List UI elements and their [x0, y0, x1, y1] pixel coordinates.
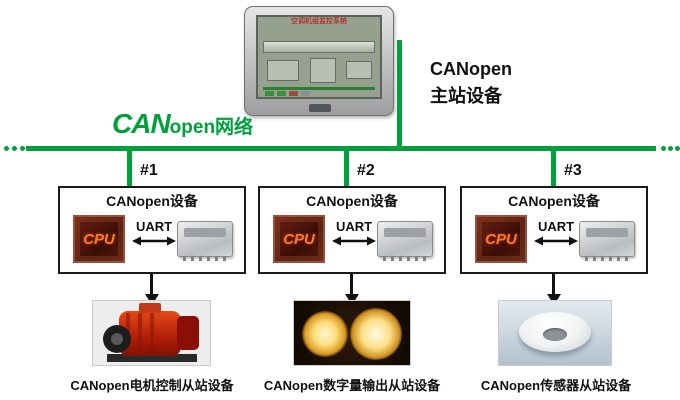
- cpu-chip-icon: CPU: [73, 215, 125, 263]
- cpu-chip-label: CPU: [83, 230, 115, 248]
- hmi-screen-pipe-graphic: [263, 87, 375, 90]
- node-box-2: CANopen设备 CPU UART: [258, 186, 446, 274]
- sensor-device-image: [499, 301, 611, 365]
- node-id-label-3: #3: [564, 162, 582, 179]
- hmi-screen-duct-graphic: [263, 41, 375, 53]
- hmi-screen-equipment-graphic: [346, 61, 372, 79]
- cpu-chip-icon: CPU: [475, 215, 527, 263]
- hmi-screen-button: [265, 91, 274, 96]
- down-arrow-line: [350, 274, 353, 295]
- uart-label: UART: [537, 219, 575, 234]
- cpu-chip-label: CPU: [283, 230, 315, 248]
- bidirectional-arrow-icon: [132, 236, 176, 246]
- node-box-title: CANopen设备: [306, 193, 398, 209]
- bus-continuation-dot: [4, 146, 9, 151]
- motor-device-image: [93, 301, 210, 365]
- node-id-label-1: #1: [140, 162, 158, 179]
- cpu-chip-icon: CPU: [273, 215, 325, 263]
- glowing-bulb-graphic: [350, 308, 402, 360]
- down-arrow-head: [345, 294, 359, 305]
- hmi-screen-equipment-graphic: [310, 58, 336, 83]
- transceiver-chip-icon: [377, 221, 433, 261]
- hmi-screen-button: [301, 91, 310, 96]
- uart-label: UART: [135, 219, 173, 234]
- lights-device-image: [294, 301, 410, 365]
- canopen-logo-can: CAN: [112, 108, 171, 139]
- hmi-master-device: 空调机组监控系统: [244, 6, 394, 116]
- hmi-screen-equipment-graphic: [267, 60, 299, 81]
- transceiver-chip-icon: [177, 221, 233, 261]
- hmi-screen-button: [289, 91, 298, 96]
- down-arrow-head: [145, 294, 159, 305]
- node-box-title: CANopen设备: [106, 193, 198, 209]
- node-caption-1: CANopen电机控制从站设备: [70, 378, 234, 393]
- hmi-brand-badge: [309, 104, 331, 112]
- canopen-bus-line: [26, 146, 656, 151]
- down-arrow-head: [547, 294, 561, 305]
- glowing-bulb-graphic: [302, 311, 348, 357]
- bus-continuation-dot: [20, 146, 25, 151]
- node-box-1: CANopen设备 CPU UART: [58, 186, 246, 274]
- hmi-screen-title: 空调机组监控系统: [291, 18, 347, 25]
- node-caption-2: CANopen数字量输出从站设备: [263, 378, 441, 393]
- uart-label: UART: [335, 219, 373, 234]
- node-id-label-2: #2: [357, 162, 375, 179]
- down-arrow-line: [150, 274, 153, 295]
- node-drop-line-2: [344, 151, 349, 186]
- canopen-network-logo: CANopen网络: [112, 108, 253, 140]
- node-drop-line-1: [127, 151, 132, 186]
- hmi-screen-button: [277, 91, 286, 96]
- bus-continuation-dot: [661, 146, 666, 151]
- bus-continuation-dot: [668, 146, 673, 151]
- bus-continuation-dot: [12, 146, 17, 151]
- hmi-screen: 空调机组监控系统: [256, 15, 382, 99]
- master-device-label: CANopen 主站设备: [430, 56, 512, 110]
- cpu-chip-label: CPU: [485, 230, 517, 248]
- bidirectional-arrow-icon: [332, 236, 376, 246]
- master-device-label-line2: 主站设备: [430, 86, 502, 106]
- node-box-3: CANopen设备 CPU UART: [460, 186, 648, 274]
- bus-continuation-dot: [675, 146, 680, 151]
- master-device-label-line1: CANopen: [430, 59, 512, 79]
- bidirectional-arrow-icon: [534, 236, 578, 246]
- hmi-screen-button-row: [265, 91, 310, 96]
- node-drop-line-3: [551, 151, 556, 186]
- node-box-title: CANopen设备: [508, 193, 600, 209]
- motor-graphic: [103, 303, 199, 362]
- node-caption-3: CANopen传感器从站设备: [480, 378, 632, 393]
- canopen-logo-rest: open网络: [169, 117, 254, 138]
- sensor-window-graphic: [543, 328, 567, 341]
- master-bus-connector-line: [397, 40, 402, 146]
- down-arrow-line: [552, 274, 555, 295]
- transceiver-chip-icon: [579, 221, 635, 261]
